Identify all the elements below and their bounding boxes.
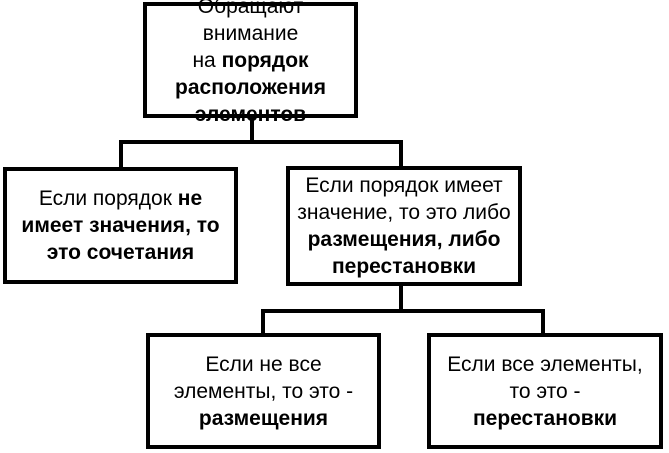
node-text-line: Если порядок имеет bbox=[297, 172, 510, 199]
node-text-line: размещения, либо bbox=[297, 226, 510, 253]
bold-run: элементов bbox=[194, 102, 307, 126]
node-text-line: элементов bbox=[151, 101, 350, 128]
node-arrangements: Если не все элементы, то это - размещения bbox=[146, 333, 381, 449]
bold-run: имеет значения, то bbox=[21, 214, 220, 237]
node-text-line: Если все элементы, bbox=[435, 351, 655, 378]
bold-run: размещения bbox=[198, 406, 329, 430]
node-text: Если порядок имеет значение, то это либо р… bbox=[297, 172, 510, 280]
text-run: элементы, то это - bbox=[173, 379, 354, 403]
node-text-line: значение, то это либо bbox=[297, 199, 510, 226]
node-text: Если все элементы,то это - перестановки bbox=[435, 351, 655, 432]
node-text: Если не все элементы, то это - размещения bbox=[174, 351, 353, 432]
text-run: Если порядок имеет bbox=[305, 174, 503, 197]
node-text-line: Если порядок не bbox=[21, 185, 219, 212]
node-text-line: расположения bbox=[151, 74, 350, 101]
node-text-line: это сочетания bbox=[21, 239, 219, 266]
node-text-line: Если не все bbox=[174, 351, 353, 378]
node-permutations: Если все элементы,то это - перестановки bbox=[427, 333, 663, 449]
bold-run: не bbox=[177, 187, 203, 210]
node-text-line: то это - перестановки bbox=[435, 378, 655, 432]
text-run: Если все элементы, bbox=[447, 352, 643, 376]
node-text-line: перестановки bbox=[297, 253, 510, 280]
node-arrangements-or-permutations: Если порядок имеет значение, то это либо р… bbox=[286, 166, 522, 286]
text-run: Обращают внимание bbox=[197, 0, 304, 45]
bold-run: размещения, либо bbox=[307, 228, 501, 251]
text-run: значение, то это либо bbox=[297, 201, 511, 224]
bold-run: перестановки bbox=[331, 255, 477, 278]
node-text-line: на порядок bbox=[151, 47, 350, 74]
text-run: то это - bbox=[509, 379, 581, 403]
bold-run: расположения bbox=[175, 75, 326, 99]
text-run: на bbox=[192, 48, 222, 72]
text-run: Если порядок bbox=[38, 187, 178, 210]
node-text-line: Обращают внимание bbox=[151, 0, 350, 47]
node-text-line: элементы, то это - bbox=[174, 378, 353, 405]
bold-run: порядок bbox=[221, 48, 309, 72]
bold-run: это сочетания bbox=[46, 241, 195, 264]
node-text-line: размещения bbox=[174, 405, 353, 432]
node-text-line: имеет значения, то bbox=[21, 212, 219, 239]
bold-run: перестановки bbox=[472, 406, 618, 430]
text-run: Если не все bbox=[205, 352, 322, 376]
